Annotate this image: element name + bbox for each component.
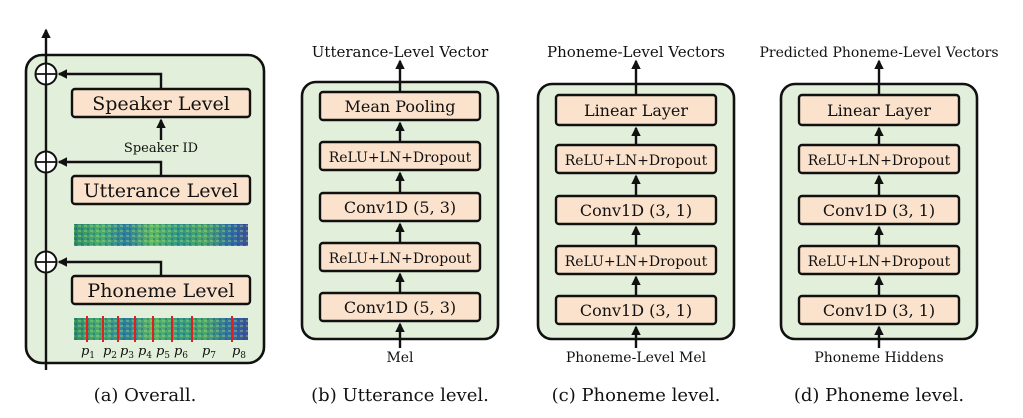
speaker-id-label: Speaker ID xyxy=(124,141,198,156)
utterance-layer-label: Mean Pooling xyxy=(345,97,456,116)
predicted-layer-block xyxy=(797,143,961,175)
panel-overall: Speaker Level Speaker ID Utterance Level… xyxy=(24,28,266,370)
utterance-layer-label: Conv1D (5, 3) xyxy=(344,298,456,317)
sum-icon xyxy=(34,250,58,274)
caption-utterance: (b) Utterance level. xyxy=(311,385,489,406)
utterance-layer-block xyxy=(318,140,482,172)
caption-overall: (a) Overall. xyxy=(94,385,197,406)
utterance-layer-block xyxy=(318,241,482,273)
phoneme-layer-block xyxy=(554,143,718,175)
predicted-layer-label: ReLU+LN+Dropout xyxy=(808,153,951,169)
sum-icon xyxy=(34,150,58,174)
predicted-output-label: Predicted Phoneme-Level Vectors xyxy=(759,45,998,61)
predicted-layer-block xyxy=(797,294,961,326)
phoneme-mel-spectrogram xyxy=(74,318,248,340)
phoneme-input-label: Phoneme-Level Mel xyxy=(566,350,707,366)
phoneme-mark-label: p4 xyxy=(138,344,152,361)
caption-predicted: (d) Phoneme level. xyxy=(794,385,964,406)
phoneme-mark-label: p3 xyxy=(120,344,134,361)
utterance-layer-block xyxy=(318,191,482,223)
utterance-layer-block xyxy=(318,291,482,323)
phoneme-layer-label: ReLU+LN+Dropout xyxy=(565,153,708,169)
phoneme-layer-block xyxy=(554,194,718,226)
speaker-connector-arrow xyxy=(57,69,163,89)
phoneme-mark-label: p7 xyxy=(202,344,216,361)
predicted-layer-label: ReLU+LN+Dropout xyxy=(808,254,951,270)
utterance-output-label: Utterance-Level Vector xyxy=(312,43,489,61)
utterance-layer-label: ReLU+LN+Dropout xyxy=(329,251,472,267)
predicted-layer-label: Conv1D (3, 1) xyxy=(823,301,935,320)
speaker-level-label: Speaker Level xyxy=(92,93,230,115)
phoneme-layer-block xyxy=(554,294,718,326)
predicted-layer-label: Conv1D (3, 1) xyxy=(823,201,935,220)
phoneme-layer-block xyxy=(554,244,718,276)
sum-icon xyxy=(34,62,58,86)
predicted-layer-label: Linear Layer xyxy=(827,101,931,120)
phoneme-layer-label: Conv1D (3, 1) xyxy=(580,201,692,220)
phoneme-mark-label: p8 xyxy=(232,344,246,361)
phoneme-layer-label: Linear Layer xyxy=(584,101,688,120)
utterance-layer-block xyxy=(318,90,482,122)
predicted-input-label: Phoneme Hiddens xyxy=(814,350,943,366)
phoneme-connector-arrow xyxy=(57,257,163,276)
utterance-level-label: Utterance Level xyxy=(83,180,238,202)
phoneme-mark-label: p2 xyxy=(103,344,117,361)
utterance-connector-arrow xyxy=(57,157,163,176)
phoneme-level-label: Phoneme Level xyxy=(87,280,234,302)
predicted-layer-block xyxy=(797,93,961,127)
phoneme-layer-label: Conv1D (3, 1) xyxy=(580,301,692,320)
utterance-layer-label: ReLU+LN+Dropout xyxy=(329,150,472,166)
predicted-layer-block xyxy=(797,244,961,276)
phoneme-layer-label: ReLU+LN+Dropout xyxy=(565,254,708,270)
predicted-layer-block xyxy=(797,194,961,226)
phoneme-layer-block xyxy=(554,93,718,127)
utterance-mel-spectrogram xyxy=(74,224,248,246)
phoneme-mark-label: p1 xyxy=(81,344,95,361)
utterance-layer-label: Conv1D (5, 3) xyxy=(344,198,456,217)
phoneme-output-label: Phoneme-Level Vectors xyxy=(547,43,725,61)
caption-phoneme: (c) Phoneme level. xyxy=(552,385,721,406)
utterance-input-label: Mel xyxy=(386,350,414,366)
phoneme-mark-label: p6 xyxy=(174,344,188,361)
phoneme-mark-label: p5 xyxy=(156,344,170,361)
